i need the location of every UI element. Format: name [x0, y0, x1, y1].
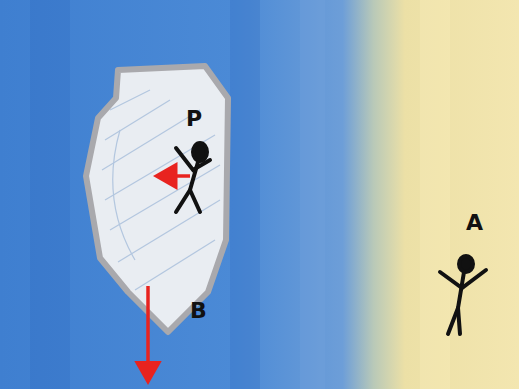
force-arrow	[160, 174, 190, 178]
floe-hatching	[102, 90, 220, 290]
force-arrow	[146, 286, 150, 378]
water-bands	[30, 0, 450, 389]
figure-label: P	[186, 108, 202, 130]
figure-label: B	[190, 300, 207, 322]
figure-label: A	[466, 212, 483, 234]
ice-floe	[86, 66, 228, 332]
person-a	[440, 256, 486, 334]
